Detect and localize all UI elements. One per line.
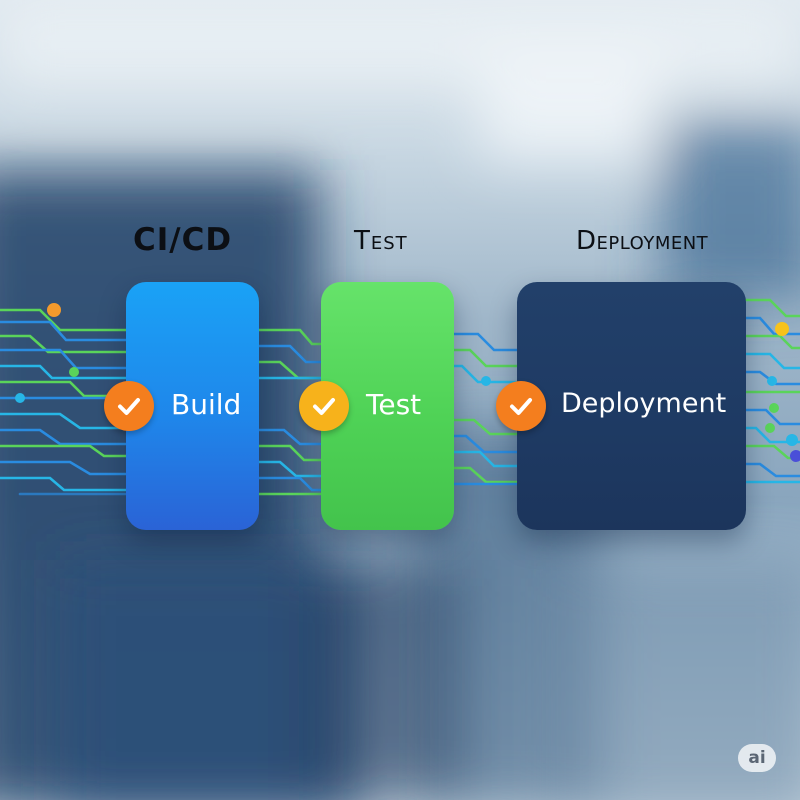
ai-watermark-badge: ai — [738, 744, 776, 772]
check-icon — [496, 381, 546, 431]
stage-build-label: Build — [171, 388, 242, 421]
check-icon — [104, 381, 154, 431]
stage-deployment-card — [517, 282, 746, 530]
stage-test-label: Test — [366, 388, 422, 421]
check-icon — [299, 381, 349, 431]
heading-test: Test — [354, 226, 408, 256]
heading-deployment: Deployment — [576, 226, 709, 256]
heading-cicd: CI/CD — [133, 222, 233, 258]
stage-deployment-label: Deployment — [561, 388, 727, 419]
